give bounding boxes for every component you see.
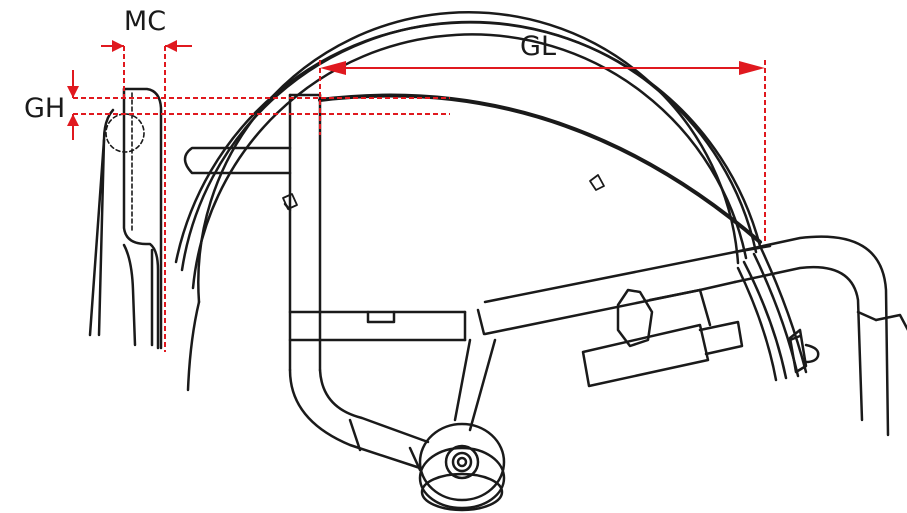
mc-label: MC — [124, 6, 166, 37]
gh-dimension — [67, 70, 450, 140]
lower-frame — [288, 338, 497, 472]
seat-frame — [288, 235, 907, 437]
dimension-annotations — [67, 40, 766, 352]
side-guard-left — [88, 87, 163, 350]
wheelchair-line-art — [88, 11, 907, 512]
mc-dimension — [101, 40, 192, 352]
gl-label: GL — [520, 31, 556, 62]
gl-dimension — [319, 60, 766, 242]
caster-wheel — [418, 422, 506, 512]
gh-label: GH — [24, 93, 65, 124]
cross-tube-assembly — [581, 288, 820, 388]
backrest-post — [183, 93, 322, 372]
